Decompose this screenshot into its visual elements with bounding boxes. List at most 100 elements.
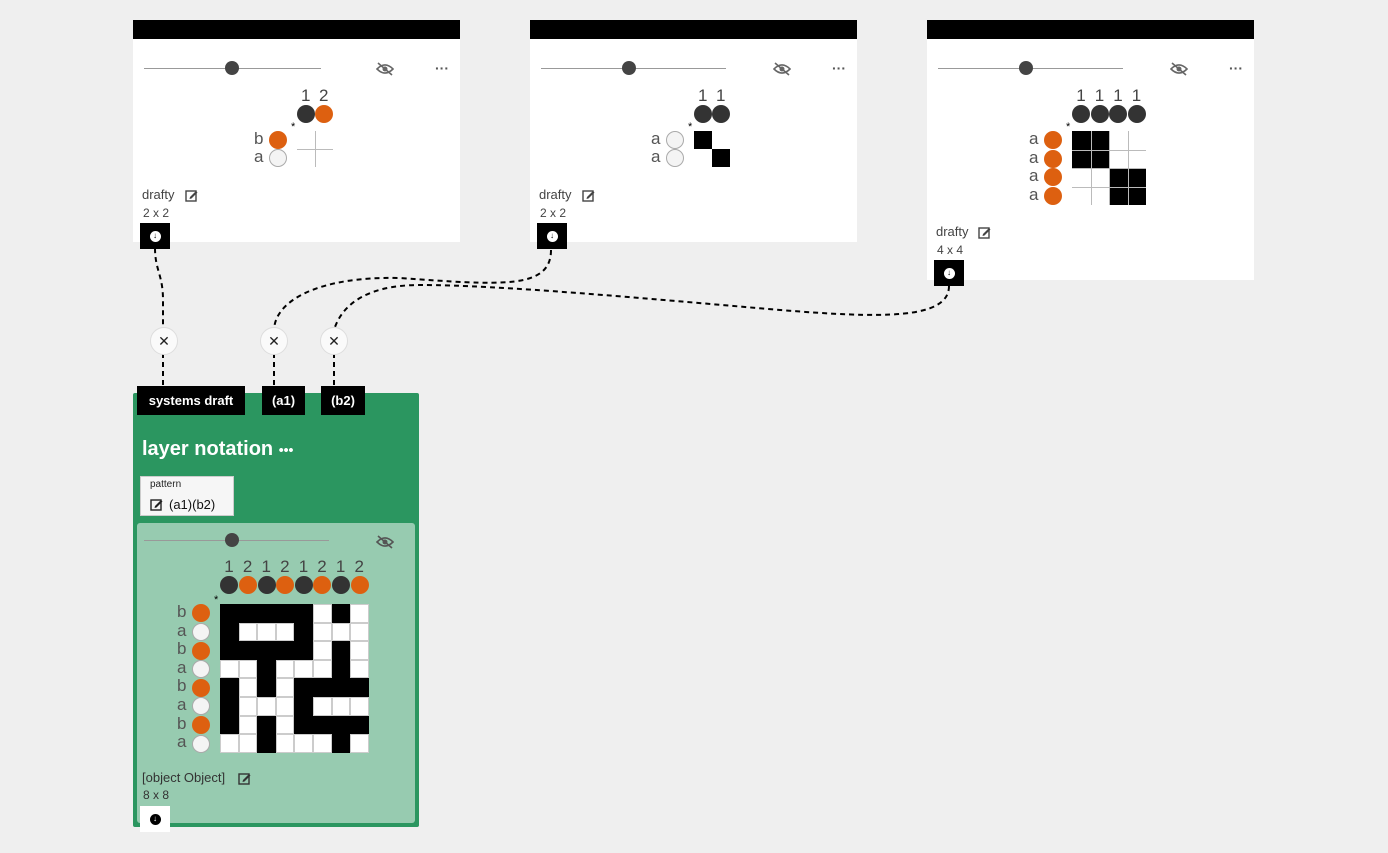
more-icon[interactable]: ··· — [832, 60, 846, 76]
inlet-a1[interactable]: (a1) — [262, 386, 305, 415]
warp-color-chip — [1109, 105, 1128, 123]
draft-cell — [315, 149, 333, 167]
draft-cell — [350, 715, 369, 735]
download-icon: ↓ — [149, 813, 161, 825]
draft-cell — [1127, 186, 1146, 205]
zoom-slider-thumb[interactable] — [225, 533, 239, 547]
draft-cell — [257, 622, 276, 642]
warp-color-chip — [1127, 105, 1146, 123]
draft-gridline — [1109, 131, 1110, 205]
draft-cell — [220, 678, 239, 697]
warp-color-chip — [257, 576, 276, 594]
draft-cell — [238, 734, 258, 753]
zoom-slider-thumb[interactable] — [1019, 61, 1033, 75]
inlet-systems-draft[interactable]: systems draft — [137, 386, 245, 415]
more-icon[interactable]: ··· — [435, 60, 449, 76]
weft-color-chip — [192, 697, 210, 716]
draft-cell — [331, 715, 351, 735]
warp-number: 1 — [1131, 86, 1142, 105]
draft-cell — [238, 622, 258, 642]
eye-slash-icon[interactable] — [773, 62, 791, 76]
draft-cell — [238, 641, 258, 660]
draft-cell — [331, 622, 351, 642]
remove-connection-button[interactable]: ✕ — [150, 327, 178, 355]
warp-color-chip — [694, 105, 712, 123]
more-icon[interactable]: ··· — [1229, 60, 1243, 76]
edit-icon[interactable] — [185, 189, 198, 202]
card-drag-bar[interactable] — [133, 20, 460, 39]
draft-cell — [238, 678, 258, 697]
pattern-parameter[interactable]: pattern (a1)(b2) — [140, 476, 234, 516]
download-button[interactable]: ↓ — [934, 260, 964, 286]
weft-label: b — [254, 129, 264, 148]
warp-number: 2 — [354, 557, 364, 576]
inlet-b2[interactable]: (b2) — [321, 386, 365, 415]
draft-cell — [350, 604, 369, 623]
warp-color-chip — [220, 576, 239, 594]
weft-label: a — [651, 129, 661, 148]
draft-cell — [313, 659, 332, 679]
edit-icon[interactable] — [150, 498, 163, 511]
draft-cell — [331, 697, 351, 716]
weft-color-chip — [192, 715, 210, 734]
draft-cell — [350, 678, 369, 697]
weft-color-chip — [192, 641, 210, 660]
draft-cell — [350, 659, 369, 679]
draft-cell — [257, 697, 276, 716]
weft-color-chip — [666, 149, 684, 167]
draft-name-label: [object Object] — [142, 770, 226, 785]
draft-cell — [238, 604, 258, 623]
draft-cell — [220, 697, 239, 716]
draft-cell — [275, 659, 295, 679]
edit-icon[interactable] — [582, 189, 595, 202]
draft-cell — [1128, 150, 1147, 169]
weft-label: a — [651, 147, 661, 166]
pattern-label: pattern — [150, 479, 182, 490]
warp-number: 2 — [319, 86, 329, 105]
edit-icon[interactable] — [978, 226, 991, 239]
weft-color-chip — [192, 734, 210, 753]
eye-slash-icon[interactable] — [376, 535, 394, 549]
draft-cell — [313, 734, 332, 753]
zoom-slider-thumb[interactable] — [622, 61, 636, 75]
card-drag-bar[interactable] — [530, 20, 857, 39]
more-icon[interactable]: ••• — [278, 441, 294, 458]
draft-cell — [1072, 131, 1091, 150]
draft-cell — [712, 131, 730, 149]
draft-cell — [313, 697, 332, 716]
draft-cell — [294, 659, 313, 679]
warp-number: 1 — [1113, 86, 1123, 105]
warp-color-chip — [313, 576, 332, 594]
weft-label: a — [1029, 184, 1039, 204]
draft-name-label: drafty — [142, 187, 175, 202]
download-button[interactable]: ↓ — [140, 806, 170, 832]
close-icon: ✕ — [268, 332, 280, 349]
close-icon: ✕ — [158, 332, 170, 349]
remove-connection-button[interactable]: ✕ — [320, 327, 348, 355]
warp-number: 1 — [1076, 86, 1086, 105]
draft-cell — [331, 734, 351, 753]
weft-color-chip — [666, 131, 684, 149]
draft-cell — [275, 734, 295, 753]
weft-label: a — [1029, 166, 1039, 185]
draft-size-label: 8 x 8 — [143, 788, 170, 802]
draft-cell — [238, 697, 258, 716]
eye-slash-icon[interactable] — [376, 62, 394, 76]
eye-slash-icon[interactable] — [1170, 62, 1188, 76]
draft-cell — [712, 149, 730, 167]
download-button[interactable]: ↓ — [140, 223, 170, 249]
edit-icon[interactable] — [238, 772, 251, 785]
remove-connection-button[interactable]: ✕ — [260, 327, 288, 355]
draft-origin-marker: * — [291, 121, 296, 133]
zoom-slider-thumb[interactable] — [225, 61, 239, 75]
draft-cell — [313, 622, 332, 642]
draft-gridline — [1127, 131, 1129, 205]
draft-cell — [313, 678, 332, 697]
download-button[interactable]: ↓ — [537, 223, 567, 249]
card-drag-bar[interactable] — [927, 20, 1254, 39]
draft-cell — [257, 678, 276, 697]
weft-color-chip — [1044, 149, 1062, 168]
weft-label: a — [254, 147, 264, 166]
